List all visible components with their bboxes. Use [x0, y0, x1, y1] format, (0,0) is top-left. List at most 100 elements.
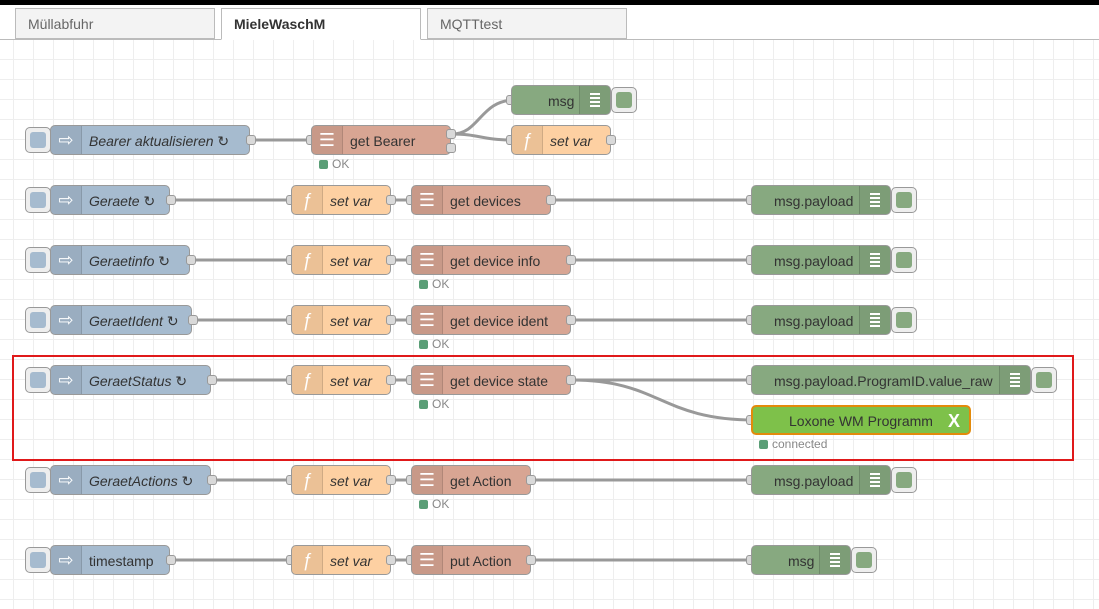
inject-node-geraetinfo[interactable]: ⇨ Geraetinfo ↻ [50, 245, 190, 275]
node-label: set var [330, 313, 373, 329]
debug-list-icon [999, 366, 1030, 394]
debug-node-msg-top[interactable]: msg [511, 85, 611, 115]
function-node-set-var[interactable]: ƒ set var [291, 305, 391, 335]
inject-trigger-button[interactable] [25, 127, 51, 153]
tab-label: MQTTtest [440, 16, 503, 32]
debug-toggle-button[interactable] [891, 307, 917, 333]
inject-trigger-button[interactable] [25, 467, 51, 493]
node-label: get device ident [450, 313, 549, 329]
inject-trigger-button[interactable] [25, 307, 51, 333]
debug-node-payload[interactable]: msg.payload [751, 185, 891, 215]
output-port[interactable] [386, 255, 396, 265]
function-f-icon: ƒ [292, 306, 323, 334]
function-f-icon: ƒ [292, 246, 323, 274]
inject-trigger-button[interactable] [25, 247, 51, 273]
node-label: GeraetStatus ↻ [89, 373, 188, 389]
http-node-put-action[interactable]: ☰ put Action [411, 545, 531, 575]
http-request-icon: ☰ [412, 366, 443, 394]
node-label: msg [788, 553, 815, 569]
http-request-icon: ☰ [412, 546, 443, 574]
debug-node-payload[interactable]: msg.payload [751, 245, 891, 275]
function-node-set-var[interactable]: ƒ set var [291, 545, 391, 575]
node-label: get device info [450, 253, 541, 269]
output-port[interactable] [606, 135, 616, 145]
function-node-set-var[interactable]: ƒ set var [291, 465, 391, 495]
output-port[interactable] [566, 315, 576, 325]
debug-list-icon [579, 86, 610, 114]
tab-mqtttest[interactable]: MQTTtest [427, 8, 627, 39]
http-request-icon: ☰ [412, 186, 443, 214]
debug-toggle-button[interactable] [1031, 367, 1057, 393]
output-port[interactable] [207, 375, 217, 385]
http-node-get-device-ident[interactable]: ☰ get device ident [411, 305, 571, 335]
node-label: msg.payload [774, 253, 854, 269]
inject-node-bearer[interactable]: ⇨ Bearer aktualisieren ↻ [50, 125, 250, 155]
status-connected: connected [759, 437, 827, 451]
output-port[interactable] [526, 475, 536, 485]
output-port[interactable] [566, 255, 576, 265]
output-port[interactable] [386, 475, 396, 485]
output-port[interactable] [446, 143, 456, 153]
function-node-set-var[interactable]: ƒ set var [291, 365, 391, 395]
function-f-icon: ƒ [292, 186, 323, 214]
tab-label: MieleWaschM [234, 16, 326, 32]
function-node-set-var[interactable]: ƒ set var [291, 185, 391, 215]
output-port[interactable] [446, 129, 456, 139]
function-f-icon: ƒ [292, 546, 323, 574]
debug-node-msg-bottom[interactable]: msg [751, 545, 851, 575]
output-port[interactable] [386, 195, 396, 205]
debug-toggle-button[interactable] [891, 187, 917, 213]
debug-node-programid[interactable]: msg.payload.ProgramID.value_raw [751, 365, 1031, 395]
output-port[interactable] [166, 555, 176, 565]
http-node-get-device-info[interactable]: ☰ get device info [411, 245, 571, 275]
http-node-get-devices[interactable]: ☰ get devices [411, 185, 551, 215]
output-port[interactable] [526, 555, 536, 565]
output-port[interactable] [166, 195, 176, 205]
status-ok: OK [419, 397, 449, 411]
inject-node-geraetstatus[interactable]: ⇨ GeraetStatus ↻ [50, 365, 211, 395]
output-port[interactable] [207, 475, 217, 485]
node-label: get Action [450, 473, 512, 489]
function-node-set-var[interactable]: ƒ set var [291, 245, 391, 275]
output-port[interactable] [566, 375, 576, 385]
output-port[interactable] [246, 135, 256, 145]
status-ok: OK [419, 337, 449, 351]
inject-node-geraete[interactable]: ⇨ Geraete ↻ [50, 185, 170, 215]
debug-list-icon [859, 306, 890, 334]
node-label: get device state [450, 373, 549, 389]
output-port[interactable] [546, 195, 556, 205]
inject-trigger-button[interactable] [25, 187, 51, 213]
debug-toggle-button[interactable] [611, 87, 637, 113]
inject-node-geraetident[interactable]: ⇨ GeraetIdent ↻ [50, 305, 192, 335]
tab-mielewaschm[interactable]: MieleWaschM [221, 8, 421, 40]
output-port[interactable] [386, 315, 396, 325]
tab-label: Müllabfuhr [28, 16, 94, 32]
inject-arrow-icon: ⇨ [51, 246, 82, 274]
selection-highlight [12, 355, 1074, 461]
output-port[interactable] [386, 375, 396, 385]
output-port[interactable] [188, 315, 198, 325]
function-f-icon: ƒ [512, 126, 543, 154]
debug-node-payload[interactable]: msg.payload [751, 465, 891, 495]
inject-trigger-button[interactable] [25, 547, 51, 573]
node-label: msg.payload [774, 313, 854, 329]
http-node-get-device-state[interactable]: ☰ get device state [411, 365, 571, 395]
function-f-icon: ƒ [292, 366, 323, 394]
node-label: msg.payload.ProgramID.value_raw [774, 373, 993, 389]
inject-node-timestamp[interactable]: ⇨ timestamp [50, 545, 170, 575]
http-node-get-bearer[interactable]: ☰ get Bearer [311, 125, 451, 155]
loxone-node-wm-programm[interactable]: Loxone WM Programm X [751, 405, 971, 435]
output-port[interactable] [386, 555, 396, 565]
http-request-icon: ☰ [412, 466, 443, 494]
http-node-get-action[interactable]: ☰ get Action [411, 465, 531, 495]
inject-node-geraetactions[interactable]: ⇨ GeraetActions ↻ [50, 465, 211, 495]
debug-toggle-button[interactable] [851, 547, 877, 573]
tab-muellabfuhr[interactable]: Müllabfuhr [15, 8, 215, 39]
output-port[interactable] [186, 255, 196, 265]
function-f-icon: ƒ [292, 466, 323, 494]
function-node-set-var-top[interactable]: ƒ set var [511, 125, 611, 155]
debug-toggle-button[interactable] [891, 467, 917, 493]
debug-node-payload[interactable]: msg.payload [751, 305, 891, 335]
inject-trigger-button[interactable] [25, 367, 51, 393]
debug-toggle-button[interactable] [891, 247, 917, 273]
